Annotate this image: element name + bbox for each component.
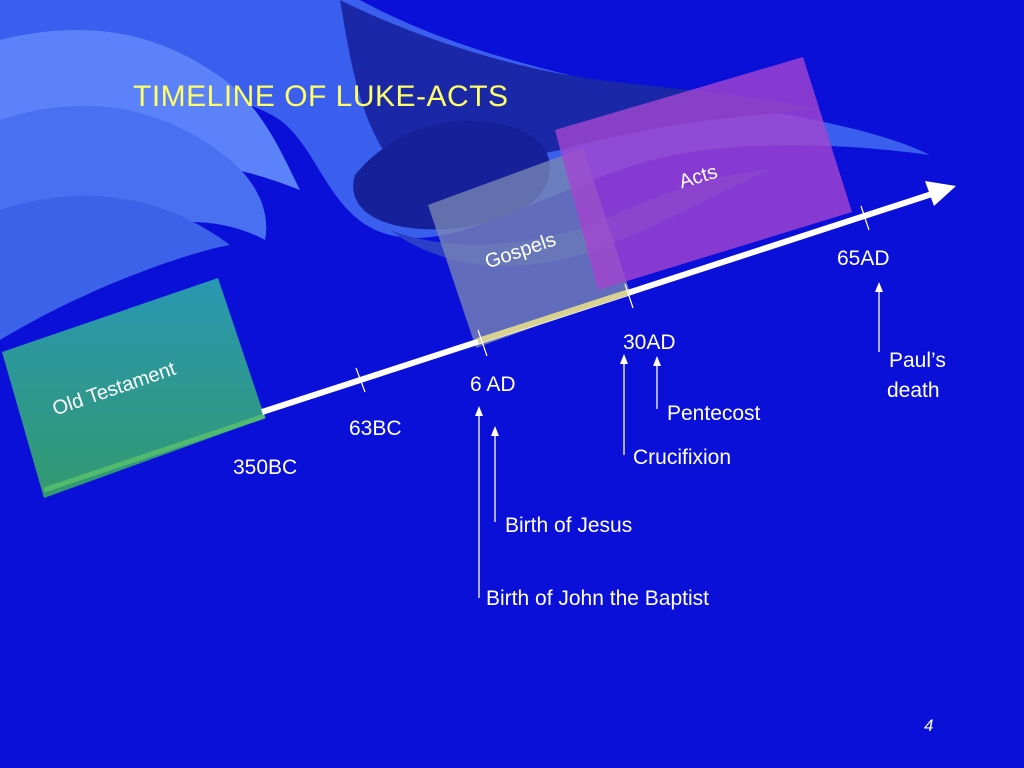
date-30ad: 30AD — [623, 331, 676, 354]
date-6ad: 6 AD — [470, 373, 516, 396]
timeline-arrow — [261, 181, 956, 415]
date-350bc: 350BC — [233, 456, 298, 479]
event-pauls-death-line1: Paul’s — [889, 349, 946, 372]
event-crucifixion: Crucifixion — [633, 446, 732, 469]
date-63bc: 63BC — [349, 417, 402, 440]
event-pauls-death-line2: death — [887, 379, 940, 402]
scroll-decoration — [0, 0, 1024, 340]
slide-title: TIMELINE OF LUKE-ACTS — [133, 80, 509, 113]
old-testament-box — [2, 278, 266, 498]
event-birth-of-john: Birth of John the Baptist — [486, 587, 709, 610]
event-birth-of-jesus: Birth of Jesus — [505, 514, 633, 537]
timeline-ticks — [355, 205, 870, 393]
date-65ad: 65AD — [837, 247, 890, 270]
event-pointers — [475, 282, 883, 598]
page-number: 4 — [924, 716, 934, 735]
acts-box — [555, 57, 852, 290]
event-pentecost: Pentecost — [667, 402, 761, 425]
